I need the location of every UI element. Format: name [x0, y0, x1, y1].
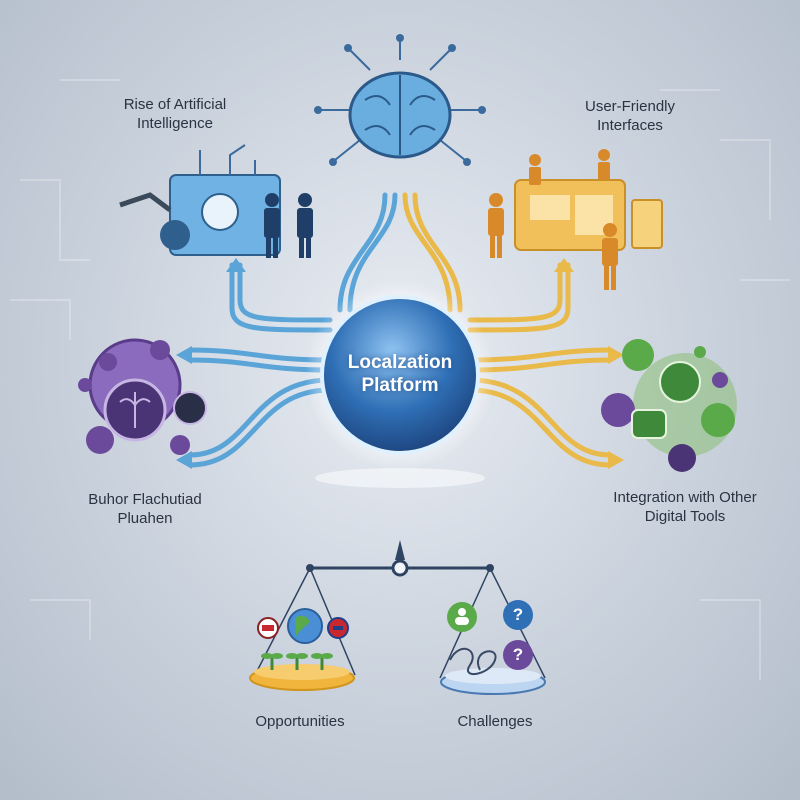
blue-arrowheads: [176, 258, 246, 469]
robot-arm-and-people-icon: [119, 144, 313, 258]
background-circuit-lines: [10, 79, 790, 680]
question-mark-1: ?: [512, 605, 524, 624]
opportunities-label: Opportunities: [255, 713, 345, 730]
topic-label-ai: Rise of Artificial Intelligence: [123, 96, 227, 132]
topic-label-left: Buhor Flachutiad Pluahen: [88, 491, 202, 527]
globe-flags-seedlings-icon: [249, 608, 355, 691]
gold-arrowheads: [554, 258, 624, 469]
hub-title: Localzation Platform: [347, 352, 453, 396]
question-marks-tangle-icon: [440, 600, 546, 695]
hub-node: [305, 280, 495, 488]
topic-label-ui: User-Friendly Interfaces: [584, 98, 675, 134]
brain-circuit-icon: [314, 34, 486, 166]
question-badge-1: [503, 600, 533, 630]
brain-gears-icon: [78, 338, 207, 455]
app-icons-cluster: [601, 339, 737, 472]
question-badge-2: [503, 640, 533, 670]
topic-label-integration: Integration with Other Digital Tools: [613, 489, 757, 525]
question-mark-2: ?: [512, 645, 524, 664]
blue-paths: [187, 192, 398, 468]
challenges-label: Challenges: [457, 713, 533, 730]
interface-screens-and-people-icon: [488, 149, 663, 290]
